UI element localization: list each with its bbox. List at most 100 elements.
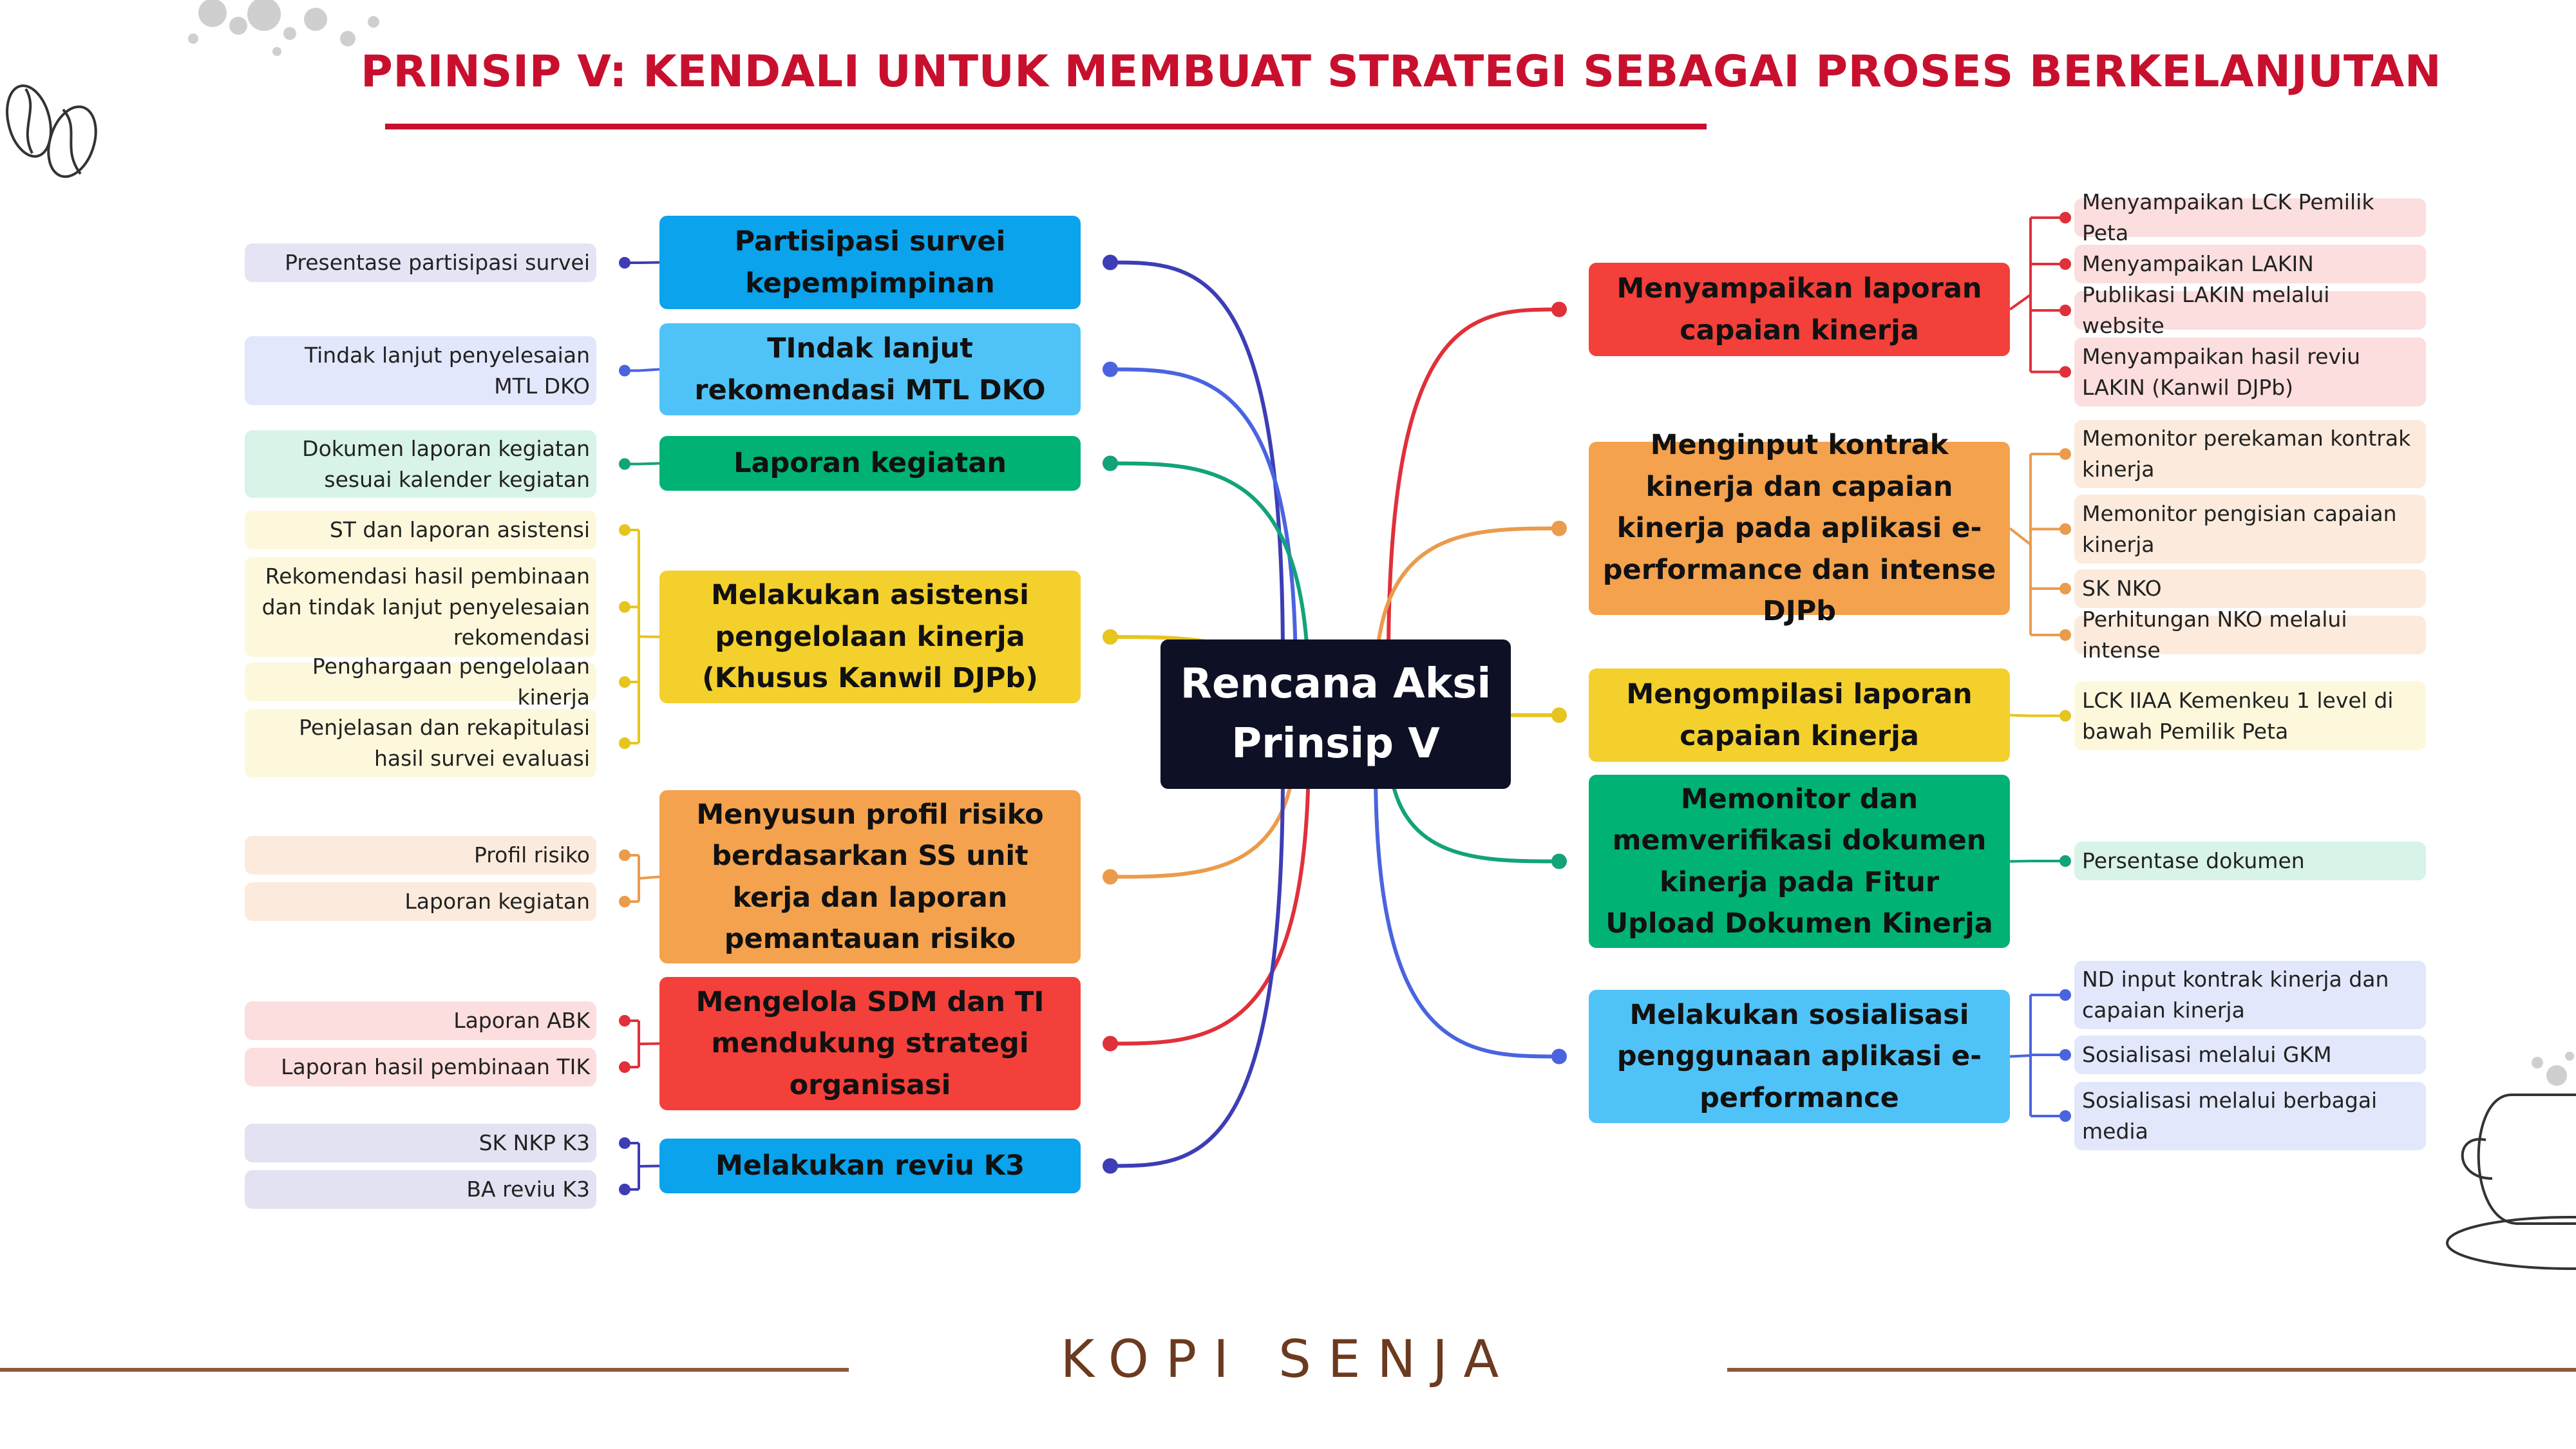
- connector-right-4: [1374, 768, 1561, 1059]
- leaf-item: Menyampaikan hasil reviu LAKIN (Kanwil D…: [2074, 337, 2426, 406]
- central-topic: Rencana Aksi Prinsip V: [1160, 639, 1511, 789]
- leaf-dot: [619, 1015, 630, 1027]
- leaf-bracket-link: [638, 1042, 660, 1045]
- leaf-dot: [2060, 855, 2071, 867]
- leaf-dot: [2060, 1110, 2071, 1122]
- connector-dot-left-0: [1103, 254, 1118, 270]
- leaf-dot: [2060, 989, 2071, 1001]
- connector-left-1: [1108, 367, 1298, 679]
- leaf-item: BA reviu K3: [245, 1170, 596, 1209]
- leaf-bracket-link: [638, 1164, 660, 1168]
- connector-dot-right-1: [1551, 520, 1567, 536]
- central-topic-line1: Rencana Aksi: [1180, 660, 1492, 708]
- leaf-dot: [619, 896, 630, 907]
- leaf-item: Sosialisasi melalui GKM: [2074, 1036, 2426, 1074]
- leaf-item: Penjelasan dan rekapitulasi hasil survei…: [245, 709, 596, 777]
- leaf-item: Menyampaikan LAKIN: [2074, 245, 2426, 283]
- leaf-item: Memonitor pengisian capaian kinerja: [2074, 495, 2426, 564]
- branch-left-partisipasi-survei-kepempimpinan: Partisipasi survei kepempimpinan: [659, 216, 1081, 309]
- leaf-bracket-link: [2009, 527, 2032, 546]
- leaf-bracket-link: [2009, 714, 2031, 717]
- leaf-dot: [2060, 366, 2071, 378]
- footer-rule-left: [0, 1368, 849, 1372]
- leaf-dot: [619, 737, 630, 749]
- leaf-bracket-link: [2009, 294, 2032, 311]
- connector-dot-left-4: [1103, 869, 1118, 885]
- leaf-dot: [2060, 629, 2071, 641]
- connector-left-2: [1108, 461, 1311, 698]
- connector-dot-right-4: [1551, 1048, 1567, 1065]
- leaf-item: SK NKP K3: [245, 1124, 596, 1162]
- page-title: PRINSIP V: KENDALI UNTUK MEMBUAT STRATEG…: [361, 46, 2442, 97]
- coffee-splash-decor: [188, 0, 379, 56]
- branch-left-laporan-kegiatan: Laporan kegiatan: [659, 436, 1081, 491]
- connector-dot-left-6: [1103, 1158, 1118, 1174]
- leaf-item: Presentase partisipasi survei: [245, 243, 596, 282]
- connector-dot-left-5: [1103, 1036, 1118, 1052]
- connector-left-6: [1108, 768, 1285, 1168]
- leaf-item: Profil risiko: [245, 836, 596, 875]
- leaf-dot: [2060, 583, 2071, 594]
- connector-right-1: [1374, 526, 1561, 688]
- leaf-item: Publikasi LAKIN melalui website: [2074, 282, 2426, 338]
- branch-right-mengompilasi-laporan-capaian-kinerja: Mengompilasi laporan capaian kinerja: [1589, 668, 2010, 762]
- leaf-dot: [619, 458, 630, 470]
- leaf-item: Laporan hasil pembinaan TIK: [245, 1048, 596, 1086]
- leaf-dot: [619, 849, 630, 861]
- leaf-item: Penghargaan pengelolaan kinerja: [245, 654, 596, 710]
- leaf-item: Dokumen laporan kegiatan sesuai kalender…: [245, 430, 596, 498]
- leaf-dot: [619, 1061, 630, 1073]
- leaf-dot: [2060, 212, 2071, 223]
- leaf-item: Persentase dokumen: [2074, 842, 2426, 880]
- central-topic-line2: Prinsip V: [1231, 720, 1440, 768]
- leaf-dot: [619, 676, 630, 688]
- leaf-item: Sosialisasi melalui berbagai media: [2074, 1082, 2426, 1150]
- leaf-item: LCK IIAA Kemenkeu 1 level di bawah Pemil…: [2074, 681, 2426, 750]
- title-underline: [385, 124, 1707, 129]
- leaf-bracket-link: [638, 875, 660, 880]
- connector-dot-left-1: [1103, 361, 1118, 377]
- leaf-dot: [619, 524, 630, 536]
- connector-dot-left-3: [1103, 629, 1118, 645]
- leaf-dot: [619, 1137, 630, 1149]
- leaf-item: SK NKO: [2074, 569, 2426, 608]
- leaf-item: ST dan laporan asistensi: [245, 511, 596, 549]
- leaf-dot: [2060, 1049, 2071, 1061]
- leaf-dot: [2060, 305, 2071, 316]
- connector-left-0: [1108, 260, 1285, 661]
- branch-left-menyusun-profil-risiko-berdasarkan-ss-un: Menyusun profil risiko berdasarkan SS un…: [659, 790, 1081, 963]
- coffee-beans-decor: [6, 84, 97, 178]
- leaf-item: Laporan kegiatan: [245, 882, 596, 921]
- leaf-bracket-link: [638, 635, 660, 638]
- branch-right-melakukan-sosialisasi-penggunaan-aplikas: Melakukan sosialisasi penggunaan aplikas…: [1589, 990, 2010, 1123]
- leaf-dot: [619, 601, 630, 613]
- leaf-dot: [2060, 710, 2071, 722]
- leaf-dot: [2060, 448, 2071, 460]
- leaf-item: Menyampaikan LCK Pemilik Peta: [2074, 189, 2426, 245]
- branch-left-mengelola-sdm-dan-ti-mendukung-strategi-: Mengelola SDM dan TI mendukung strategi …: [659, 977, 1081, 1110]
- connector-dot-right-3: [1551, 853, 1567, 869]
- leaf-bracket-link: [638, 368, 660, 372]
- connector-dot-right-0: [1551, 301, 1567, 317]
- connector-dot-left-2: [1103, 455, 1118, 471]
- leaf-item: Tindak lanjut penyelesaian MTL DKO: [245, 336, 596, 405]
- coffee-cup-decor: [2446, 1052, 2576, 1270]
- leaf-dot: [619, 1184, 630, 1195]
- branch-left-melakukan-reviu-k3: Melakukan reviu K3: [659, 1139, 1081, 1193]
- footer-rule-right: [1727, 1368, 2576, 1372]
- leaf-dot: [2060, 258, 2071, 270]
- leaf-dot: [619, 365, 630, 377]
- leaf-dot: [619, 257, 630, 269]
- leaf-item: Perhitungan NKO melalui intense: [2074, 607, 2426, 663]
- leaf-item: ND input kontrak kinerja dan capaian kin…: [2074, 961, 2426, 1029]
- connector-dot-right-2: [1551, 707, 1567, 723]
- branch-left-tindak-lanjut-rekomendasi-mtl-dko: TIndak lanjut rekomendasi MTL DKO: [659, 323, 1081, 415]
- leaf-item: Rekomendasi hasil pembinaan dan tindak l…: [245, 557, 596, 657]
- branch-right-menginput-kontrak-kinerja-dan-capaian-ki: Menginput kontrak kinerja dan capaian ki…: [1589, 429, 2010, 627]
- leaf-bracket-link: [2009, 860, 2031, 863]
- connector-right-0: [1387, 307, 1561, 661]
- branch-left-melakukan-asistensi-pengelolaan-kinerja-: Melakukan asistensi pengelolaan kinerja …: [659, 571, 1081, 703]
- connector-left-5: [1108, 749, 1311, 1046]
- leaf-dot: [2060, 523, 2071, 535]
